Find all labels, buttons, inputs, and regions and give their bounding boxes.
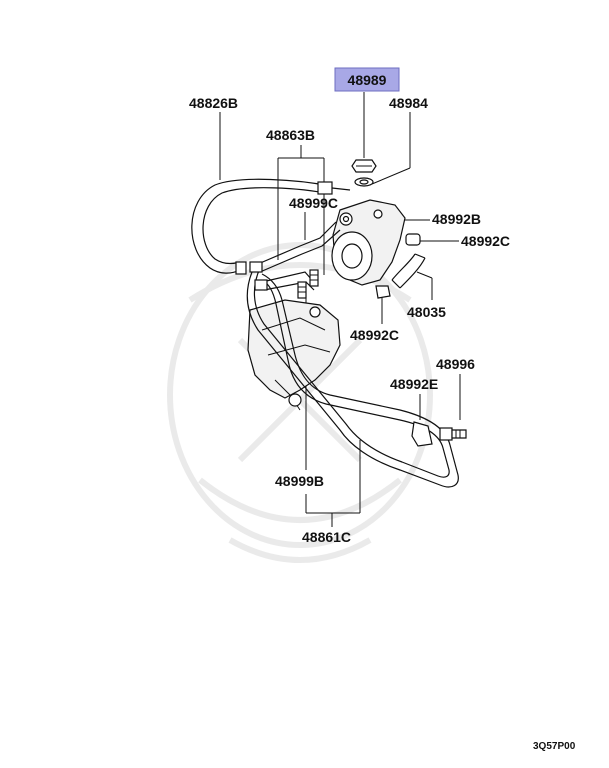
label-48989[interactable]: 48989 (348, 72, 387, 88)
label-48999B[interactable]: 48999B (275, 473, 324, 489)
label-48992E[interactable]: 48992E (390, 376, 438, 392)
power-steering-pump (331, 199, 406, 286)
nut-48989 (351, 159, 377, 173)
label-48863B[interactable]: 48863B (266, 127, 315, 143)
clamp-48992C-bottom (375, 285, 391, 299)
clamp-48992B (339, 212, 353, 226)
label-48992C-right[interactable]: 48992C (461, 233, 510, 249)
diagram-code: 3Q57P00 (533, 741, 576, 752)
watermark-emblem (167, 242, 433, 563)
pressure-tube-48863B (249, 221, 341, 291)
suction-hose-48035 (391, 253, 426, 289)
clip-48992E (411, 421, 433, 447)
label-48992B[interactable]: 48992B (432, 211, 481, 227)
o-ring-48999B (297, 281, 307, 299)
return-tube-48861C (246, 267, 459, 488)
label-48984[interactable]: 48984 (389, 95, 428, 111)
label-48999C[interactable]: 48999C (289, 195, 338, 211)
pressure-hose-48826B (191, 178, 351, 275)
label-48035[interactable]: 48035 (407, 304, 446, 320)
highlight-box-48989 (334, 67, 400, 92)
label-48992C-bottom[interactable]: 48992C (350, 327, 399, 343)
label-48826B[interactable]: 48826B (189, 95, 238, 111)
label-48996[interactable]: 48996 (436, 356, 475, 372)
o-ring-48999C (309, 269, 319, 287)
label-48861C[interactable]: 48861C (302, 529, 351, 545)
washer-48984 (354, 177, 374, 187)
clamp-48992C-top (405, 233, 421, 246)
bolt-48996 (439, 427, 467, 441)
